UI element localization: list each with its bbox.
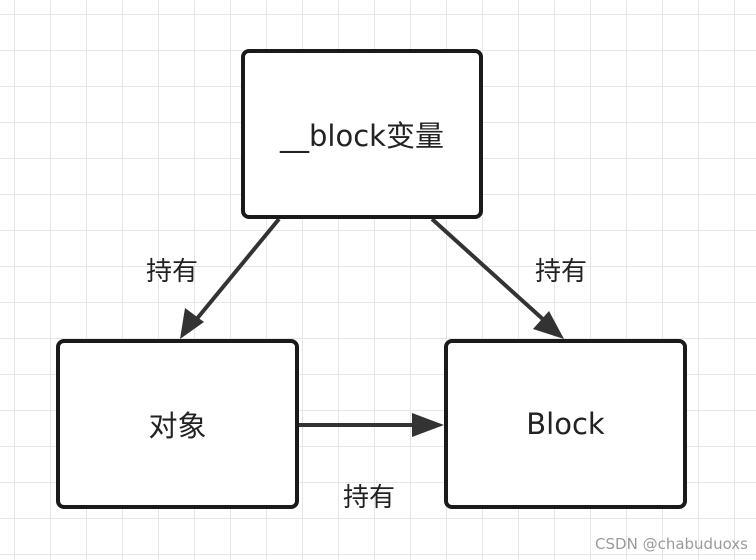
arrowhead-icon bbox=[180, 308, 204, 339]
edge-blockvar-to-block bbox=[430, 217, 564, 339]
node-object-label: 对象 bbox=[148, 409, 207, 443]
arrowhead-icon bbox=[533, 311, 564, 339]
node-block-label: Block bbox=[526, 407, 605, 441]
node-block-variable: __block变量 bbox=[241, 49, 483, 219]
watermark: CSDN @chabuduoxs bbox=[595, 535, 748, 553]
edge-object-to-block bbox=[299, 413, 444, 437]
edge-label-blockvar-object: 持有 bbox=[146, 257, 199, 287]
node-block: Block bbox=[444, 339, 687, 509]
edge-label-object-block: 持有 bbox=[343, 483, 396, 513]
arrowhead-icon bbox=[412, 413, 444, 437]
node-block-variable-label: __block变量 bbox=[280, 119, 444, 153]
edge-blockvar-to-object bbox=[180, 217, 281, 339]
edge-label-blockvar-block: 持有 bbox=[535, 257, 588, 287]
node-object: 对象 bbox=[56, 339, 299, 509]
